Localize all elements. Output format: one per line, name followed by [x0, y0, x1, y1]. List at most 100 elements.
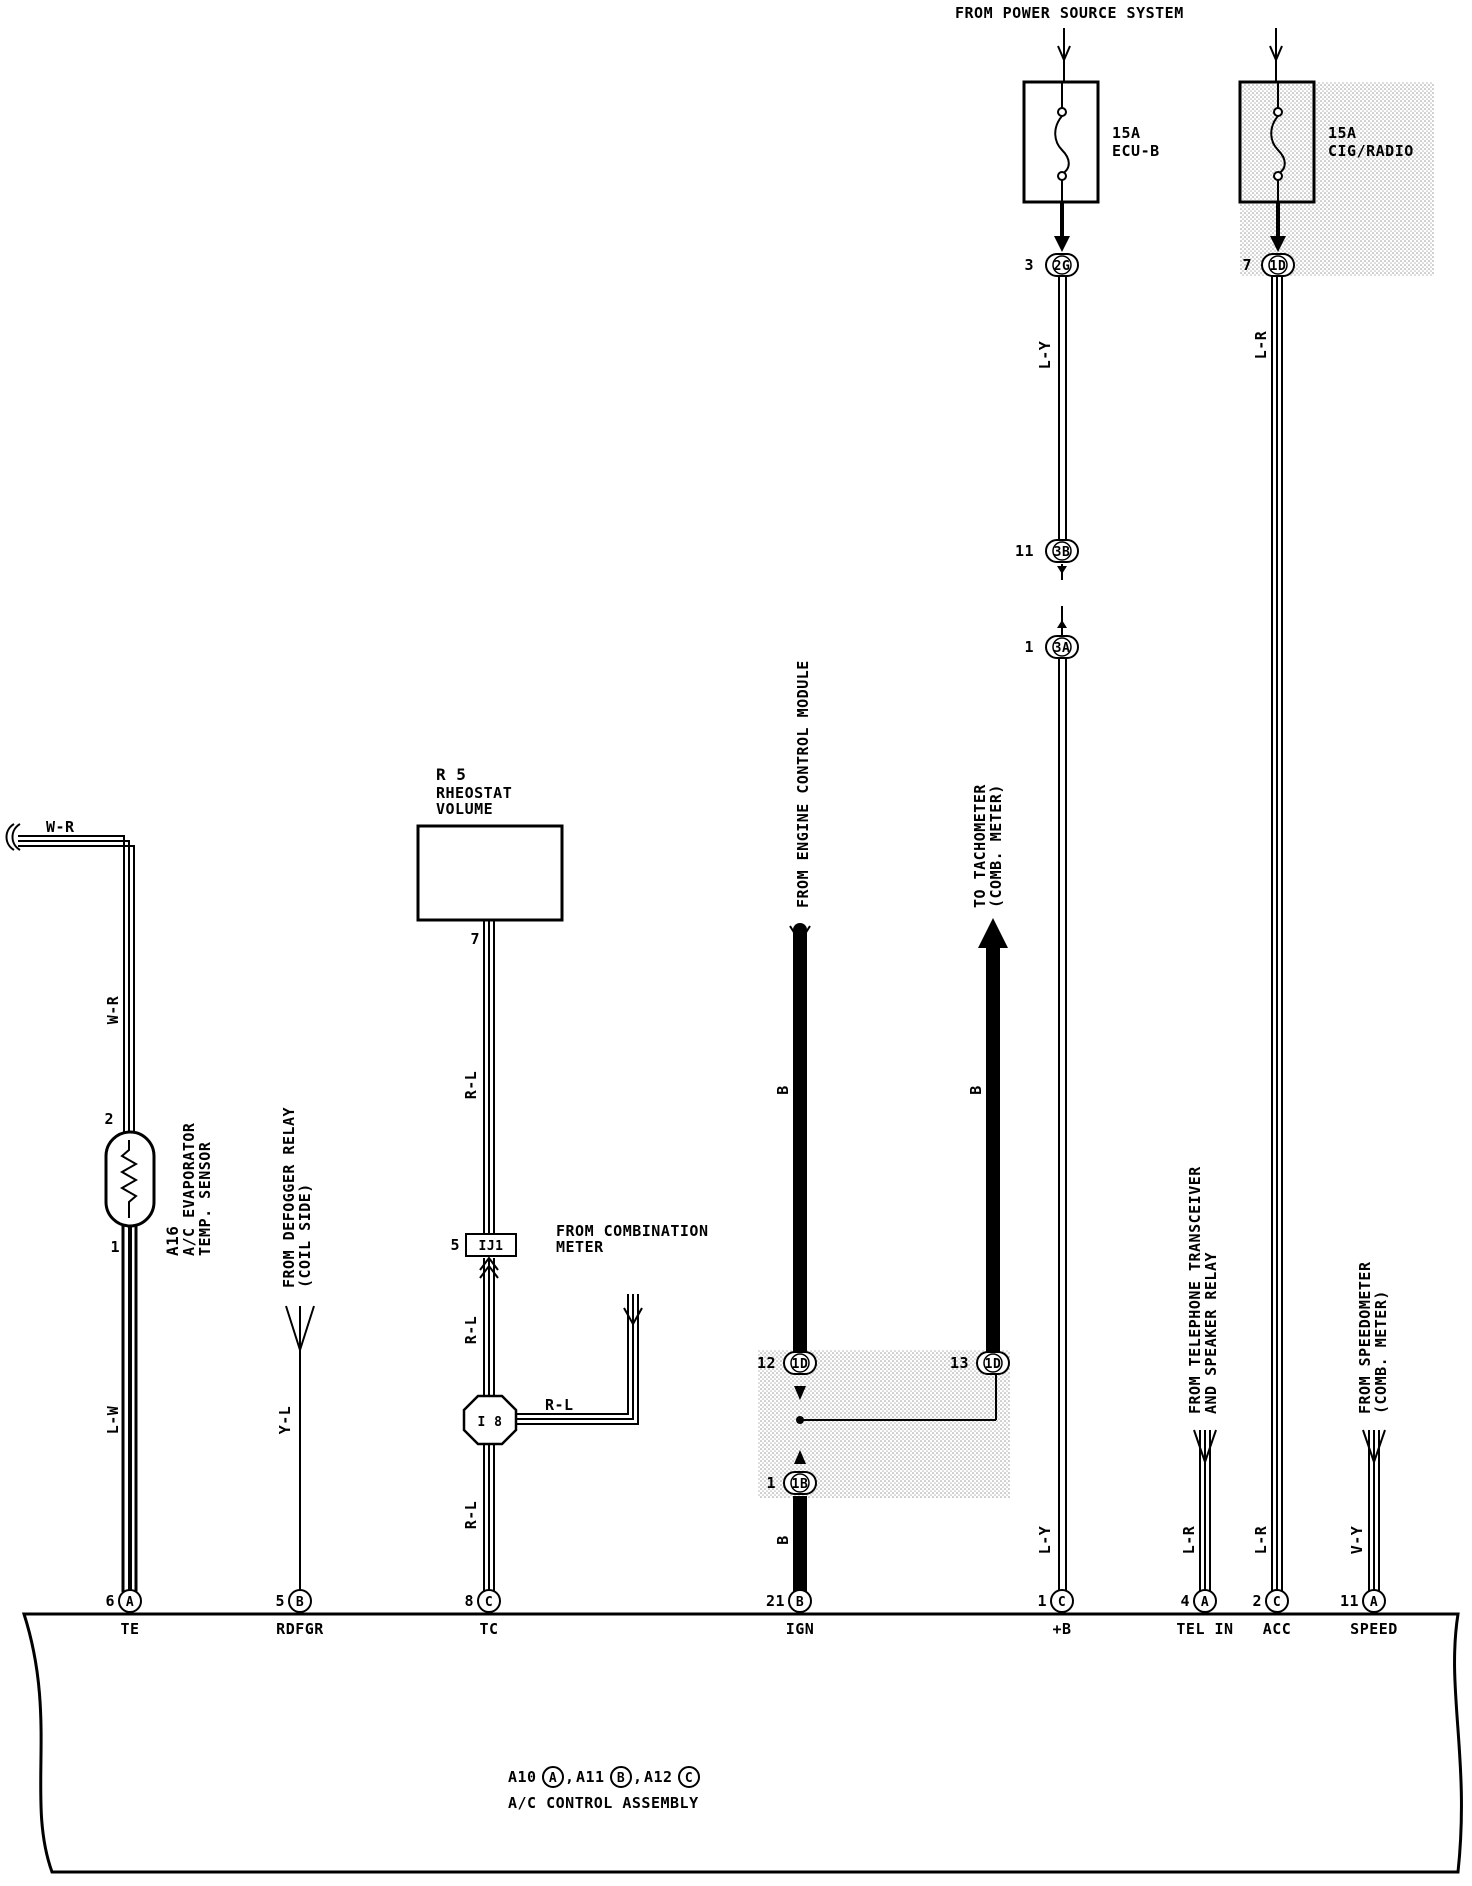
- ac-control-assembly: [21, 1612, 1463, 1874]
- sensor-ref: A16: [163, 1226, 182, 1256]
- terminal-0-pin: 6: [105, 1592, 115, 1610]
- sensor-pin-top: 2: [104, 1110, 114, 1128]
- connector-1b-id: 1B: [792, 1477, 809, 1492]
- wire-label-rl-upper: R-L: [462, 1071, 480, 1100]
- ecm-label: FROM ENGINE CONTROL MODULE: [794, 660, 812, 908]
- combination-label-1: FROM COMBINATION: [556, 1222, 709, 1240]
- terminal-5-circle: [1193, 1589, 1217, 1613]
- connector-3a-pin: 1: [1024, 638, 1034, 656]
- terminal-3-circle: [788, 1589, 812, 1613]
- wire-label-lw: L-W: [104, 1405, 122, 1434]
- fuse-ecu-b-name: ECU-B: [1112, 142, 1160, 160]
- terminal-4-conn: C: [1058, 1595, 1066, 1610]
- terminal-7-conn: A: [1370, 1595, 1378, 1610]
- wire-label-b-ecm: B: [774, 1085, 792, 1095]
- connector-1d-13: [976, 1351, 1010, 1375]
- assembly-ref-a: A10: [508, 1768, 537, 1786]
- assembly-conn-b: B: [617, 1771, 625, 1786]
- wire-label-rl-branch: R-L: [545, 1396, 574, 1414]
- connector-1d-13-pin: 13: [950, 1354, 969, 1372]
- wire-rl-combination: [516, 1294, 643, 1425]
- wire-b-tach: [978, 918, 1008, 1362]
- terminal-1-name: RDFGR: [276, 1620, 324, 1638]
- terminal-2-name: TC: [479, 1620, 498, 1638]
- connector-1b: [783, 1471, 817, 1495]
- connector-1d-12-pin: 12: [757, 1354, 776, 1372]
- sensor-name-1: A/C EVAPORATOR: [180, 1122, 198, 1256]
- wire-label-yl: Y-L: [276, 1406, 294, 1435]
- junction-i8-id: I 8: [478, 1415, 503, 1430]
- terminal-3-conn: B: [796, 1595, 804, 1610]
- terminal-2-circle: [477, 1589, 501, 1613]
- fuse-cig-radio-amp: 15A: [1328, 124, 1357, 142]
- fuse-ecu-b: [1022, 28, 1100, 204]
- wire-label-rl-mid: R-L: [462, 1316, 480, 1345]
- wire-label-vy: V-Y: [1348, 1526, 1366, 1555]
- terminal-1-circle: [288, 1589, 312, 1613]
- power-source-label: FROM POWER SOURCE SYSTEM: [955, 4, 1184, 22]
- terminal-6-name: ACC: [1263, 1620, 1292, 1638]
- assembly-name: A/C CONTROL ASSEMBLY: [508, 1794, 699, 1812]
- connector-2g-id: 2G: [1054, 259, 1071, 274]
- terminal-4-name: +B: [1052, 1620, 1071, 1638]
- combination-label-2: METER: [556, 1238, 604, 1256]
- terminal-4-pin: 1: [1037, 1592, 1047, 1610]
- assembly-conn-c: C: [685, 1771, 693, 1786]
- wire-lw: [121, 1226, 138, 1592]
- wire-label-lr-top: L-R: [1252, 330, 1270, 359]
- terminal-7-name: SPEED: [1350, 1620, 1398, 1638]
- connector-3b-id: 3B: [1054, 545, 1071, 560]
- terminal-5-conn: A: [1201, 1595, 1209, 1610]
- connector-3b: [1045, 539, 1079, 563]
- wire-lr-tel: [1193, 1429, 1217, 1592]
- connector-1d-12: [783, 1351, 817, 1375]
- connector-3b-pin: 11: [1015, 542, 1034, 560]
- terminal-6-circle: [1265, 1589, 1289, 1613]
- wire-label-ly-bottom: L-Y: [1036, 1526, 1054, 1555]
- junction-i8: [462, 1394, 518, 1446]
- wire-label-ly-top: L-Y: [1036, 341, 1054, 370]
- wire-label-lr-tel: L-R: [1180, 1525, 1198, 1554]
- evaporator-temp-sensor: [104, 1130, 156, 1228]
- wire-lr-acc: [1270, 202, 1286, 1592]
- speedo-label-2: (COMB. METER): [1372, 1290, 1390, 1414]
- defogger-label-1: FROM DEFOGGER RELAY: [280, 1107, 298, 1288]
- terminal-5-name: TEL IN: [1176, 1620, 1233, 1638]
- speedo-label-1: FROM SPEEDOMETER: [1356, 1261, 1374, 1414]
- telephone-label-1: FROM TELEPHONE TRANSCEIVER: [1186, 1166, 1204, 1414]
- terminal-3-pin: 21: [766, 1592, 785, 1610]
- telephone-label-2: AND SPEAKER RELAY: [1202, 1252, 1220, 1414]
- sensor-pin-bottom: 1: [110, 1238, 120, 1256]
- terminal-0-circle: [118, 1589, 142, 1613]
- wire-yl: [285, 1305, 315, 1592]
- terminal-3-name: IGN: [786, 1620, 815, 1638]
- tach-label-1: TO TACHOMETER: [971, 784, 989, 908]
- wire-label-b-lower: B: [774, 1535, 792, 1545]
- wire-vy: [1362, 1429, 1386, 1592]
- connector-3a: [1045, 635, 1079, 659]
- wire-label-wr-top: W-R: [46, 818, 75, 836]
- assembly-conn-c-circle: [678, 1766, 700, 1788]
- sensor-name-2: TEMP. SENSOR: [196, 1141, 214, 1256]
- assembly-label: A10 A , A11 B , A12 C A/C CONTROL ASSEMB…: [508, 1766, 700, 1812]
- assembly-conn-b-circle: [610, 1766, 632, 1788]
- connector-ij1: [465, 1233, 517, 1257]
- wire-label-rl-lower: R-L: [462, 1501, 480, 1530]
- shaded-area-cig-radio: [1240, 82, 1434, 276]
- wire-ly-b: [1054, 202, 1070, 1592]
- defogger-label-2: (COIL SIDE): [296, 1183, 314, 1288]
- terminal-1-pin: 5: [275, 1592, 285, 1610]
- rheostat-box: [416, 824, 564, 922]
- terminal-2-pin: 8: [464, 1592, 474, 1610]
- wire-junction-link: [796, 1374, 997, 1424]
- wire-label-b-tach: B: [967, 1085, 985, 1095]
- connector-3a-id: 3A: [1054, 641, 1071, 656]
- assembly-sep-2: ,: [633, 1768, 643, 1786]
- connector-2g-pin: 3: [1024, 256, 1034, 274]
- assembly-ref-b: A11: [576, 1768, 605, 1786]
- terminal-6-conn: C: [1273, 1595, 1281, 1610]
- connector-ij1-pin: 5: [450, 1236, 460, 1254]
- assembly-ref-c: A12: [644, 1768, 673, 1786]
